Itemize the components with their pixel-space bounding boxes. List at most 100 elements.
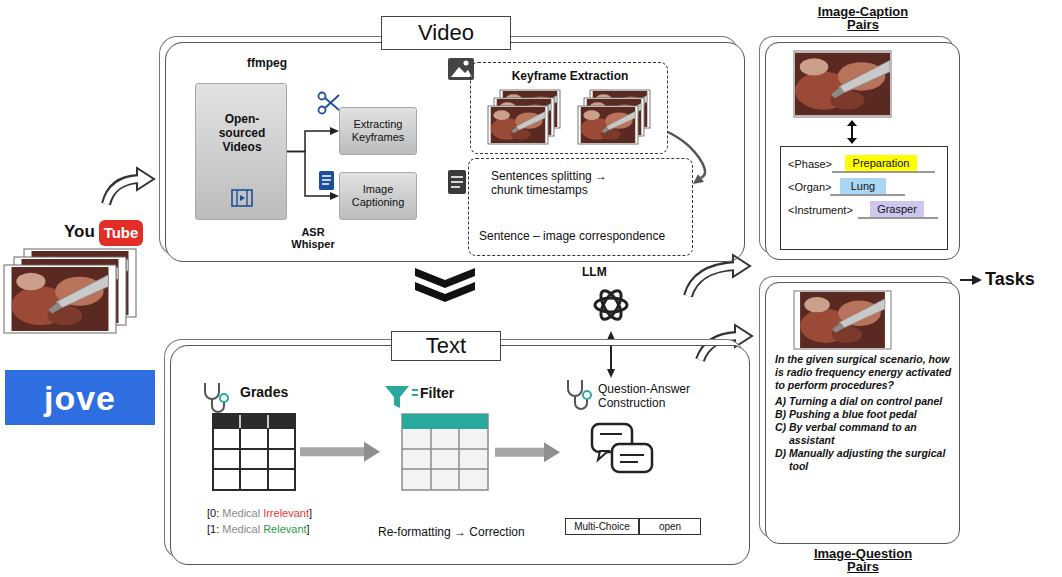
answer-option: C) By verbal command to an assistant [775,421,953,447]
grades-table-icon-part [213,429,295,490]
stethoscope-icon-part-part [568,380,582,396]
video-panel: VideoOpen-sourced VideosExtracting Keyfr… [165,42,745,262]
grades-table-icon-part-part [267,429,269,490]
stethoscope-icon [205,383,228,412]
node-label: Sentences splitting → chunk timestamps [491,169,611,197]
surgical-image-part [800,292,885,348]
film-icon [230,188,254,208]
process-box: Image Captioning [339,172,417,220]
stethoscope-icon-part [220,394,228,402]
llm-icon-group: LLM [578,265,644,331]
logo-word: You [64,222,95,242]
chevron [415,268,475,302]
stethoscope-icon [568,380,591,409]
document-icon-part [319,171,334,190]
label-group: You [64,222,95,242]
text-slot: <Instrument> [788,202,868,218]
output-arrow-part [688,266,737,296]
surgical-image-part [794,51,891,117]
output-panel: Image-Question PairsIn the given surgica… [765,282,960,544]
text-slot: Video [381,16,511,50]
keyframe-stack [488,90,650,144]
label-group: ASR Whisper [286,226,340,250]
filter-table-icon-part [402,414,488,490]
highlight-tag: Lung [840,178,886,194]
connector [300,447,364,456]
answer-option: B) Pushing a blue foot pedal [775,408,953,421]
caption-table: <Phase><Organ><Instrument>PreparationLun… [780,146,948,250]
text-slot: <Phase> [788,156,863,172]
step-icon-group: Filter [380,385,495,490]
node-label: jove [44,378,116,418]
grade-key: Relevant [263,523,306,536]
chevron-part [415,282,475,302]
node-label: Tube [104,224,139,242]
grade-key: ] [309,507,312,520]
answer-option: D) Manually adjusting the surgical tool [775,447,953,473]
qa-bubble-icon-part-part [620,461,638,463]
grades-table-icon-part-part [213,448,295,450]
image-icon-part [451,67,472,77]
grades-table-icon-part [240,415,268,428]
highlight-tag: Preparation [845,155,917,171]
node-label: LLM [582,265,622,279]
surgical-image-part [795,53,890,116]
qa-bubble-icon-part-part [620,454,644,456]
tool-label: ASR Whisper [286,226,340,250]
connector [495,448,544,457]
stethoscope-icon-part-part [205,383,219,399]
keyframe-stack-part [488,106,548,144]
text-document-icon-part [451,177,463,187]
label-group: ffmpeg [247,53,287,71]
connector [287,131,330,152]
document-icon-part-part [322,179,331,181]
text-slot: Keyframe Extraction [471,69,669,83]
node-label: Lung [851,180,875,193]
filter-table-icon-part-part [458,429,460,490]
node-label: <Instrument> [788,202,868,218]
blank-underline-part [830,195,905,196]
node-label: Extracting Keyframes [340,118,416,144]
filter-table-icon-part-part [402,468,488,470]
grades-table-icon-part-part [239,415,241,428]
qa-bubble-icon [592,424,652,472]
grade-key: ] [307,523,310,536]
tool-label: ffmpeg [247,56,287,70]
qa-bubble-icon-part [612,444,652,472]
logo-badge: jove [5,370,155,425]
connector [287,152,330,197]
filter-table-icon-part [402,414,488,429]
video-thumbnails-part [12,267,109,331]
blank-underline-part [832,172,935,173]
film-icon-part [240,195,245,201]
label-group: [0:MedicalIrrelevant] [207,503,312,521]
filter-table-icon-part-part [430,429,432,490]
text-slot: Image-Question Pairs [807,547,919,573]
video-thumbnails [4,249,136,333]
connector [668,132,705,178]
qa-bubble-icon-part-part [600,433,622,435]
funnel-icon-part [412,390,418,395]
qa-bubble-icon-part [598,451,608,460]
text-slot: Open-sourced Videos [211,112,273,154]
qa-bubble-icon-part [600,434,644,462]
node-label: Open-sourced Videos [211,112,273,154]
chevron-part [415,268,475,288]
document-icon-part-part [322,183,329,185]
filter-table-icon-part [402,429,488,490]
grades-table-icon-part [213,414,295,429]
film-icon-part [236,190,237,206]
blank-underline-part [858,218,938,219]
text-slot: Filter [420,385,490,401]
dashed-group: Sentences splitting → chunk timestampsSe… [468,158,693,256]
tasks-arrow-part [960,279,974,281]
text-document-icon-part [448,170,466,194]
llm-logo [595,288,627,323]
llm-logo-part [595,298,627,312]
text-slot: Image-Caption Pairs [807,5,919,31]
output-arrow-part [700,336,739,360]
filter-table-icon-part-part [402,448,488,450]
video-thumbnails-part [4,265,116,333]
surgical-image-part [794,291,891,349]
